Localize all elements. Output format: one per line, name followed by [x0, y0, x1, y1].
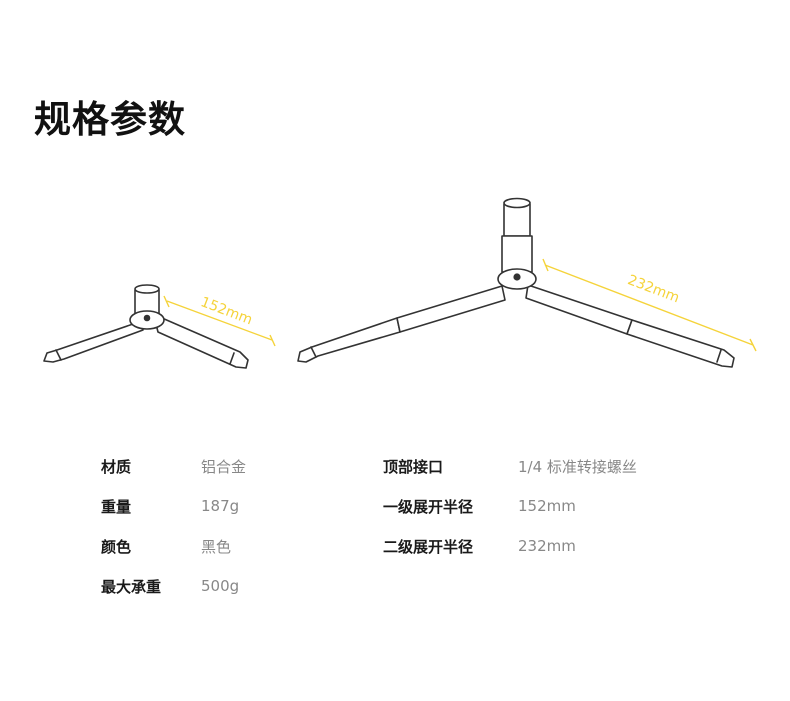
spec-row-level1-radius: 一级展开半径 152mm [383, 494, 576, 518]
spec-label: 顶部接口 [383, 457, 444, 476]
spec-row-weight: 重量 187g [101, 494, 239, 518]
spec-label: 材质 [101, 457, 132, 476]
spec-value: 铝合金 [201, 457, 247, 476]
spec-row-max-load: 最大承重 500g [101, 574, 239, 598]
spec-label: 重量 [101, 497, 132, 516]
spec-label: 颜色 [101, 537, 132, 556]
spec-label: 二级展开半径 [383, 537, 474, 556]
spec-value: 187g [201, 497, 240, 515]
page-title: 规格参数 [34, 98, 186, 141]
spec-row-top-mount: 顶部接口 1/4 标准转接螺丝 [383, 454, 637, 478]
spec-value: 1/4 标准转接螺丝 [518, 457, 637, 476]
spec-value: 黑色 [201, 537, 232, 556]
spec-value: 152mm [518, 497, 576, 515]
spec-label: 一级展开半径 [383, 497, 474, 516]
spec-value: 500g [201, 577, 240, 595]
spec-row-material: 材质 铝合金 [101, 454, 246, 478]
spec-value: 232mm [518, 537, 576, 555]
spec-row-color: 颜色 黑色 [101, 534, 231, 558]
spec-row-level2-radius: 二级展开半径 232mm [383, 534, 576, 558]
spec-label: 最大承重 [101, 577, 162, 596]
